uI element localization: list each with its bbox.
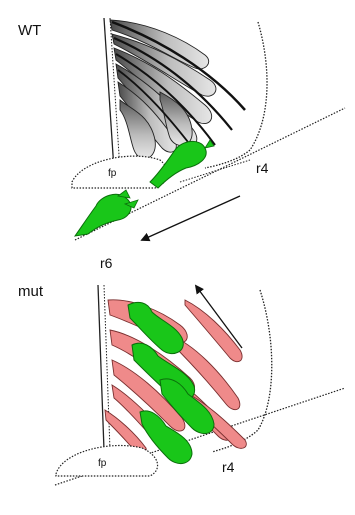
mut-midline [98, 285, 104, 450]
wt-r4-label: r4 [256, 160, 269, 176]
wt-r6-label: r6 [100, 255, 113, 271]
wt-panel: WT fp [18, 18, 345, 271]
wt-midline [104, 18, 114, 170]
wt-migration-arrow [142, 196, 240, 240]
mut-fp-label: fp [98, 458, 107, 469]
mut-floor-plate [56, 446, 158, 476]
mut-panel: mut fp r4 [18, 283, 345, 485]
wt-fp-label: fp [108, 168, 117, 179]
wt-label: WT [18, 22, 41, 39]
mut-r4-label: r4 [222, 459, 235, 475]
wt-gray-neurons [110, 20, 245, 159]
mut-label: mut [18, 283, 44, 300]
